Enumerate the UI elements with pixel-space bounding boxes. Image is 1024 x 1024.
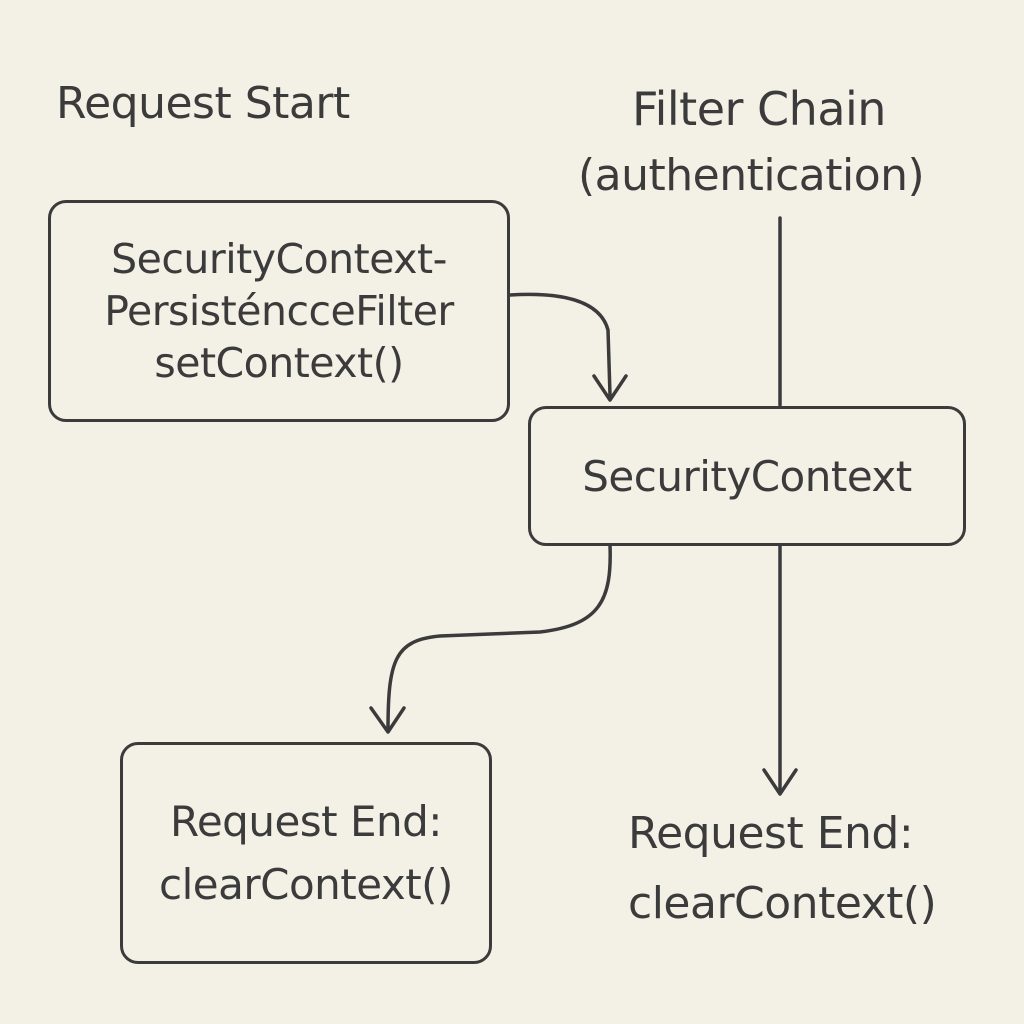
security-context-label: SecurityContext bbox=[582, 451, 912, 501]
arrowhead-context-to-end-right bbox=[762, 768, 798, 796]
arrowhead-filter-to-context bbox=[592, 374, 628, 402]
security-context-box: SecurityContext bbox=[528, 406, 966, 546]
request-end-left-box: Request End: clearContext() bbox=[120, 742, 492, 964]
request-end-left-line1: Request End: bbox=[170, 797, 442, 846]
filter-chain-sublabel: (authentication) bbox=[578, 150, 925, 201]
filter-chain-label: Filter Chain bbox=[632, 82, 886, 136]
persistence-filter-line1: SecurityContext- bbox=[111, 235, 447, 283]
arrowhead-context-to-end-left bbox=[369, 706, 406, 734]
request-end-left-line2: clearContext() bbox=[159, 860, 453, 909]
persistence-filter-box: SecurityContext- PersisténcceFilter setC… bbox=[48, 200, 510, 422]
request-end-right-label: Request End: bbox=[628, 808, 914, 859]
arrow-filter-to-context bbox=[508, 292, 612, 397]
request-end-right-method: clearContext() bbox=[628, 878, 937, 929]
arrow-context-to-end-left bbox=[386, 543, 612, 732]
request-start-label: Request Start bbox=[56, 78, 350, 129]
persistence-filter-method: setContext() bbox=[154, 339, 404, 387]
persistence-filter-line2: PersisténcceFilter bbox=[104, 287, 454, 335]
